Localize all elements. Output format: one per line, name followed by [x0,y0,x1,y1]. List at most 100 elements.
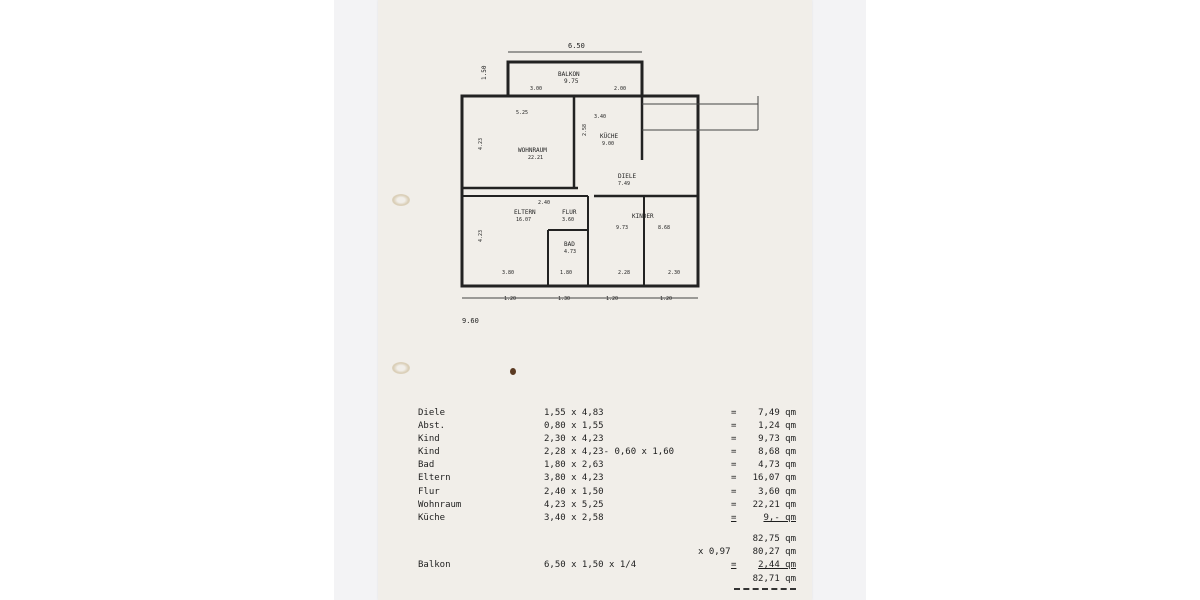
bad-area: 4.73 [564,249,576,255]
balkon-dim-left: 3.00 [530,86,542,92]
document-page: 6.50 BALKON 9.75 3.00 2.00 1.50 5.25 WOH… [378,0,812,600]
table-row: Diele 1,55 x 4,83 = 7,49 qm [378,407,812,419]
reduction-factor: x 0,97 [698,547,731,557]
table-row: Wohnraum 4,23 x 5,25 = 22,21 qm [378,499,812,511]
subtotal-row: 82,75 qm [378,533,812,545]
balkon-row: Balkon 6,50 x 1,50 x 1/4 = 2,44 qm [378,559,812,571]
kinder-label: KINDER [632,213,654,220]
row-calc: 3,40 x 2,58 [544,513,604,523]
row-label: Bad [418,460,435,470]
table-row: Kind 2,30 x 4,23 = 9,73 qm [378,433,812,445]
wohnraum-dim: 5.25 [516,110,528,116]
balkon-result: 2,44 qm [758,560,796,570]
side-dim: 1.50 [481,65,488,80]
total-length: 9.60 [462,317,479,325]
row-label: Diele [418,408,446,418]
row-eq: = [731,434,737,444]
row-eq: = [731,421,737,431]
row-calc: 2,28 x 4,23- 0,60 x 1,60 [544,447,675,457]
reduced-row: x 0,97 80,27 qm [378,546,812,558]
row-label: Abst. [418,421,446,431]
kueche-dim: 3.40 [594,114,606,120]
balkon-label: Balkon [418,560,451,570]
row-label: Küche [418,513,446,523]
left-margin [0,0,334,600]
wohnraum-label: WOHNRAUM [518,147,547,154]
kueche-area: 9.00 [602,141,614,147]
row-calc: 3,80 x 4,23 [544,473,604,483]
eltern-height: 4.23 [478,230,484,242]
row-eq: = [731,473,737,483]
double-underline [734,588,796,590]
balkon-label: BALKON [558,71,580,78]
kueche-label: KÜCHE [600,133,618,140]
row-eq: = [731,513,737,523]
balkon-calc: 6,50 x 1,50 x 1/4 [544,560,637,570]
bottom-dim-3: 1.20 [606,296,618,302]
row-calc: 2,30 x 4,23 [544,434,604,444]
balkon-area: 9.75 [564,78,579,85]
bad-label: BAD [564,241,575,248]
row-result: 9,73 qm [758,434,796,444]
eltern-area: 16.07 [516,217,531,223]
row-result: 9,- qm [763,513,796,523]
table-row: Bad 1,80 x 2,63 = 4,73 qm [378,459,812,471]
final-total: 82,71 qm [752,574,796,584]
area-calculation-table: Diele 1,55 x 4,83 = 7,49 qm Abst. 0,80 x… [378,0,812,600]
room-dim-3: 2.28 [618,270,630,276]
row-label: Wohnraum [418,500,462,510]
punch-hole-top [392,194,410,206]
ink-spot [510,368,516,375]
kinder-area-2: 8.68 [658,225,670,231]
balkon-dim-right: 2.00 [614,86,626,92]
row-eq: = [731,460,737,470]
bottom-dim-2: 1.30 [558,296,570,302]
table-row: Abst. 0,80 x 1,55 = 1,24 qm [378,420,812,432]
row-eq: = [731,500,737,510]
row-calc: 1,55 x 4,83 [544,408,604,418]
eltern-label: ELTERN [514,209,536,216]
table-row: Küche 3,40 x 2,58 = 9,- qm [378,512,812,524]
row-label: Flur [418,487,440,497]
row-calc: 1,80 x 2,63 [544,460,604,470]
wohnraum-height: 4.23 [478,138,484,150]
bottom-dim-4: 1.20 [660,296,672,302]
diele-area: 7.49 [618,181,630,187]
flur-label: FLUR [562,209,577,216]
outer-walls [460,94,700,288]
row-result: 8,68 qm [758,447,796,457]
kinder-area-1: 9.73 [616,225,628,231]
flur-area: 3.60 [562,217,574,223]
row-result: 3,60 qm [758,487,796,497]
room-dim-4: 2.30 [668,270,680,276]
row-label: Kind [418,434,440,444]
row-result: 1,24 qm [758,421,796,431]
final-row: 82,71 qm [378,573,812,585]
diele-label: DIELE [618,173,636,180]
row-eq: = [731,487,737,497]
row-result: 4,73 qm [758,460,796,470]
table-row: Eltern 3,80 x 4,23 = 16,07 qm [378,472,812,484]
row-calc: 0,80 x 1,55 [544,421,604,431]
balkon-eq: = [731,560,737,570]
reduced-value: 80,27 qm [752,547,796,557]
kueche-height: 2.58 [582,124,588,136]
row-eq: = [731,408,737,418]
table-row: Kind 2,28 x 4,23- 0,60 x 1,60 = 8,68 qm [378,446,812,458]
room-dim-1: 3.80 [502,270,514,276]
row-result: 16,07 qm [752,473,796,483]
punch-hole-bottom [392,362,410,374]
row-result: 7,49 qm [758,408,796,418]
row-calc: 4,23 x 5,25 [544,500,604,510]
room-dim-2: 1.80 [560,270,572,276]
row-label: Kind [418,447,440,457]
row-eq: = [731,447,737,457]
wohnraum-area: 22.21 [528,155,543,161]
flur-dim: 2.40 [538,200,550,206]
row-result: 22,21 qm [752,500,796,510]
row-label: Eltern [418,473,451,483]
bottom-dim-1: 1.20 [504,296,516,302]
row-calc: 2,40 x 1,50 [544,487,604,497]
table-row: Flur 2,40 x 1,50 = 3,60 qm [378,486,812,498]
floor-plan: 6.50 BALKON 9.75 3.00 2.00 1.50 5.25 WOH… [460,42,759,325]
